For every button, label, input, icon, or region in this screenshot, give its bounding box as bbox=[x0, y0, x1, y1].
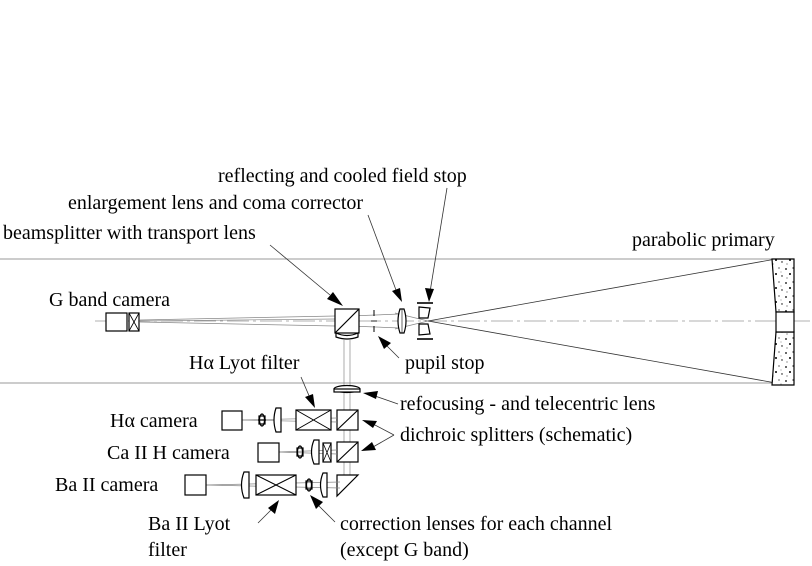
pupil-stop bbox=[371, 310, 377, 332]
leader-halpha-lyot bbox=[300, 376, 315, 408]
label-halpha-camera: Hα camera bbox=[110, 410, 198, 432]
label-enlargement-lens: enlargement lens and coma corrector bbox=[68, 192, 363, 214]
label-ba-ii-lyot-filter-line2: filter bbox=[148, 539, 187, 561]
halpha-lens bbox=[273, 407, 282, 433]
parabolic-primary-mirror bbox=[771, 258, 795, 386]
leader-correction-lenses bbox=[310, 495, 336, 523]
leader-enlargement-lens bbox=[367, 214, 402, 302]
ray-gband-upper bbox=[139, 315, 336, 321]
leader-field-stop bbox=[425, 187, 448, 302]
beamsplitter-transport-lens bbox=[334, 308, 360, 340]
label-correction-lenses-line1: correction lenses for each channel bbox=[340, 513, 613, 535]
reflecting-cooled-field-stop bbox=[417, 302, 433, 340]
label-reflecting-field-stop: reflecting and cooled field stop bbox=[218, 165, 467, 187]
leader-dichroic bbox=[361, 420, 395, 451]
ba-ii-lens bbox=[240, 471, 250, 499]
label-beamsplitter: beamsplitter with transport lens bbox=[3, 222, 256, 244]
ba-ii-lyot-filter bbox=[255, 474, 297, 496]
label-ba-ii-camera: Ba II camera bbox=[55, 474, 158, 496]
leader-ba-ii-lyot bbox=[257, 500, 279, 524]
ray-gband-mid bbox=[139, 318, 336, 322]
halpha-lyot-filter bbox=[295, 409, 332, 431]
label-ba-ii-lyot-filter-line1: Ba II Lyot bbox=[148, 513, 231, 535]
ca-ii-h-channel bbox=[257, 439, 338, 465]
label-g-band-camera: G band camera bbox=[49, 289, 170, 311]
label-pupil-stop: pupil stop bbox=[405, 352, 484, 374]
label-dichroic-splitters: dichroic splitters (schematic) bbox=[400, 424, 632, 446]
ray-gband-lower bbox=[139, 321, 336, 327]
leader-pupil-stop bbox=[378, 336, 400, 359]
dichroic-splitter-ca-ii-h bbox=[336, 441, 359, 463]
halpha-camera bbox=[221, 410, 243, 431]
halpha-correction-lens bbox=[258, 413, 266, 427]
ba-ii-correction-lens bbox=[305, 478, 313, 492]
label-correction-lenses-line2: (except G band) bbox=[340, 539, 469, 561]
enlargement-lens-coma-corrector bbox=[397, 308, 407, 334]
label-halpha-lyot-filter: Hα Lyot filter bbox=[189, 352, 300, 374]
ca-ii-h-camera bbox=[257, 442, 280, 463]
ba-ii-channel bbox=[184, 471, 341, 499]
ca-ii-h-correction-lens bbox=[296, 445, 304, 459]
label-parabolic-primary: parabolic primary bbox=[632, 229, 775, 251]
halpha-channel bbox=[221, 407, 338, 433]
refocusing-telecentric-lens bbox=[333, 384, 361, 394]
ray-upper-primary bbox=[427, 258, 777, 322]
leader-beamsplitter bbox=[269, 244, 343, 306]
label-ca-ii-h-camera: Ca II H camera bbox=[107, 442, 230, 464]
ba-ii-camera bbox=[184, 474, 207, 496]
ray-lower-primary bbox=[427, 320, 777, 384]
g-band-camera bbox=[105, 312, 140, 332]
label-refocusing-lens: refocusing - and telecentric lens bbox=[400, 393, 656, 415]
leader-refocusing bbox=[363, 391, 399, 405]
dichroic-splitter-halpha bbox=[336, 409, 359, 431]
fold-prism-ba-ii bbox=[336, 474, 360, 498]
